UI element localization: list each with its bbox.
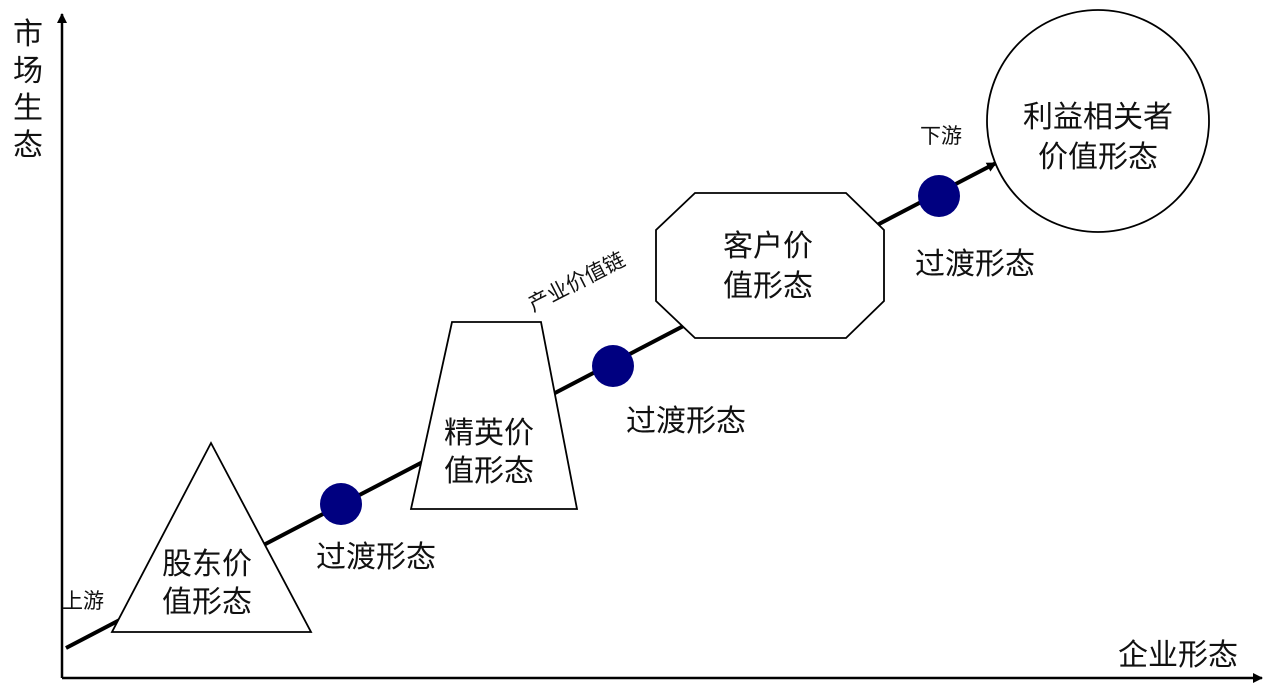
customer-stage-line1: 客户价: [723, 229, 813, 264]
shareholder-stage-line2: 值形态: [162, 585, 252, 620]
elite-stage-line2: 值形态: [444, 454, 534, 489]
y-axis-label-char-2: 场: [13, 54, 43, 89]
customer-stage-line2: 值形态: [723, 269, 813, 304]
octagon-shape: [655, 192, 885, 339]
stakeholder-stage-line1: 利益相关者: [1023, 100, 1173, 135]
shareholder-value-stage: 股东价 值形态: [110, 441, 313, 633]
downstream-label: 下游: [920, 124, 962, 148]
transition-dot-3: [918, 175, 960, 217]
y-axis-label-char-3: 生: [13, 91, 43, 126]
elite-stage-line1: 精英价: [444, 416, 534, 451]
value-chain-label: 产业价值链: [524, 247, 628, 316]
transition-dot-1: [320, 483, 362, 525]
x-axis-label: 企业形态: [1118, 638, 1238, 673]
stakeholder-stage-line2: 价值形态: [1038, 140, 1158, 175]
y-axis-label-char-4: 态: [13, 128, 43, 163]
y-axis-label-char-1: 市: [13, 17, 43, 52]
upstream-label: 上游: [62, 589, 104, 613]
transition-label-1: 过渡形态: [316, 540, 436, 575]
stakeholder-value-stage: 利益相关者 价值形态: [986, 9, 1210, 233]
transition-dot-2: [592, 345, 634, 387]
y-axis-label: 市 场 生 态: [13, 17, 43, 163]
triangle-shape: [110, 441, 313, 633]
transition-label-2: 过渡形态: [626, 404, 746, 439]
shareholder-stage-line1: 股东价: [162, 547, 252, 582]
trapezoid-shape: [409, 321, 579, 510]
elite-value-stage: 精英价 值形态: [409, 321, 579, 510]
transition-label-3: 过渡形态: [915, 247, 1035, 282]
circle-shape: [986, 9, 1210, 233]
customer-value-stage: 客户价 值形态: [655, 192, 885, 339]
